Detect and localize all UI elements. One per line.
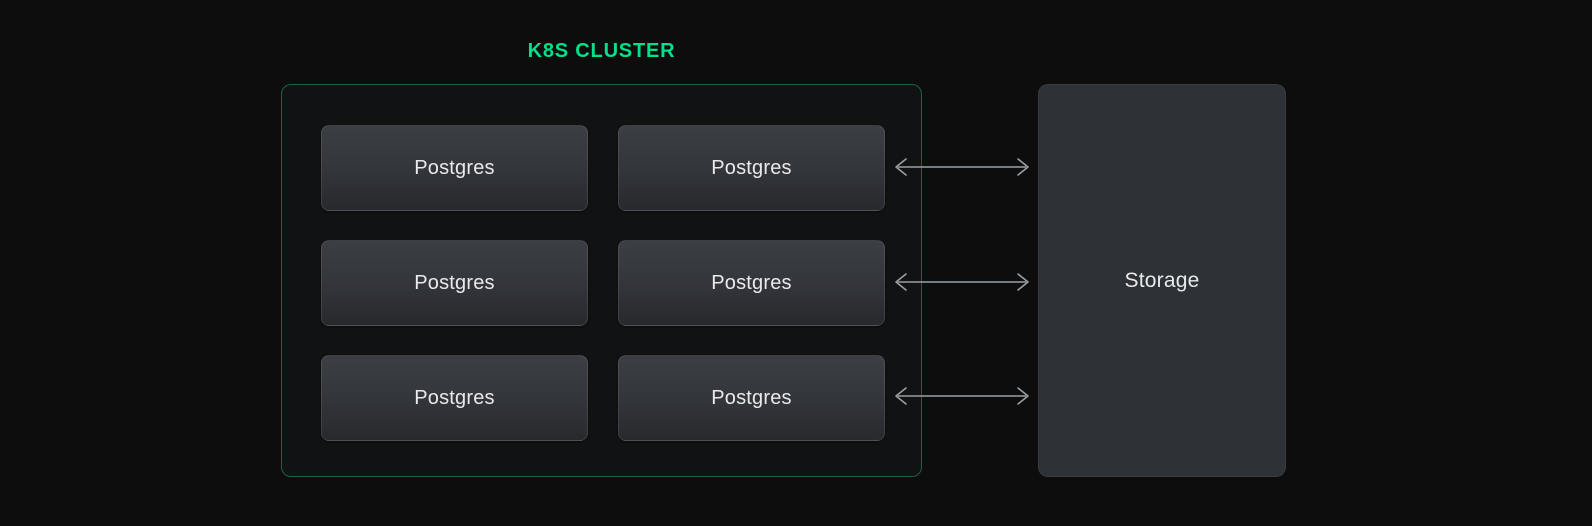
postgres-node-label: Postgres	[711, 271, 792, 294]
postgres-node[interactable]: Postgres	[321, 240, 588, 326]
bidirectional-arrow-icon	[890, 271, 1034, 293]
postgres-node-label: Postgres	[414, 386, 495, 409]
postgres-node-label: Postgres	[711, 156, 792, 179]
bidirectional-arrow-icon	[890, 156, 1034, 178]
postgres-node[interactable]: Postgres	[321, 355, 588, 441]
postgres-node[interactable]: Postgres	[321, 125, 588, 211]
postgres-node-label: Postgres	[414, 271, 495, 294]
postgres-node[interactable]: Postgres	[618, 240, 885, 326]
k8s-cluster-boundary: Postgres Postgres Postgres Postgres Post…	[281, 84, 922, 477]
storage-node[interactable]: Storage	[1038, 84, 1286, 477]
cluster-title: K8S CLUSTER	[527, 40, 676, 62]
postgres-node-label: Postgres	[711, 386, 792, 409]
storage-node-label: Storage	[1124, 268, 1200, 292]
postgres-node-label: Postgres	[414, 156, 495, 179]
postgres-node-grid: Postgres Postgres Postgres Postgres Post…	[321, 125, 885, 441]
bidirectional-arrow-icon	[890, 385, 1034, 407]
postgres-node[interactable]: Postgres	[618, 125, 885, 211]
postgres-node[interactable]: Postgres	[618, 355, 885, 441]
